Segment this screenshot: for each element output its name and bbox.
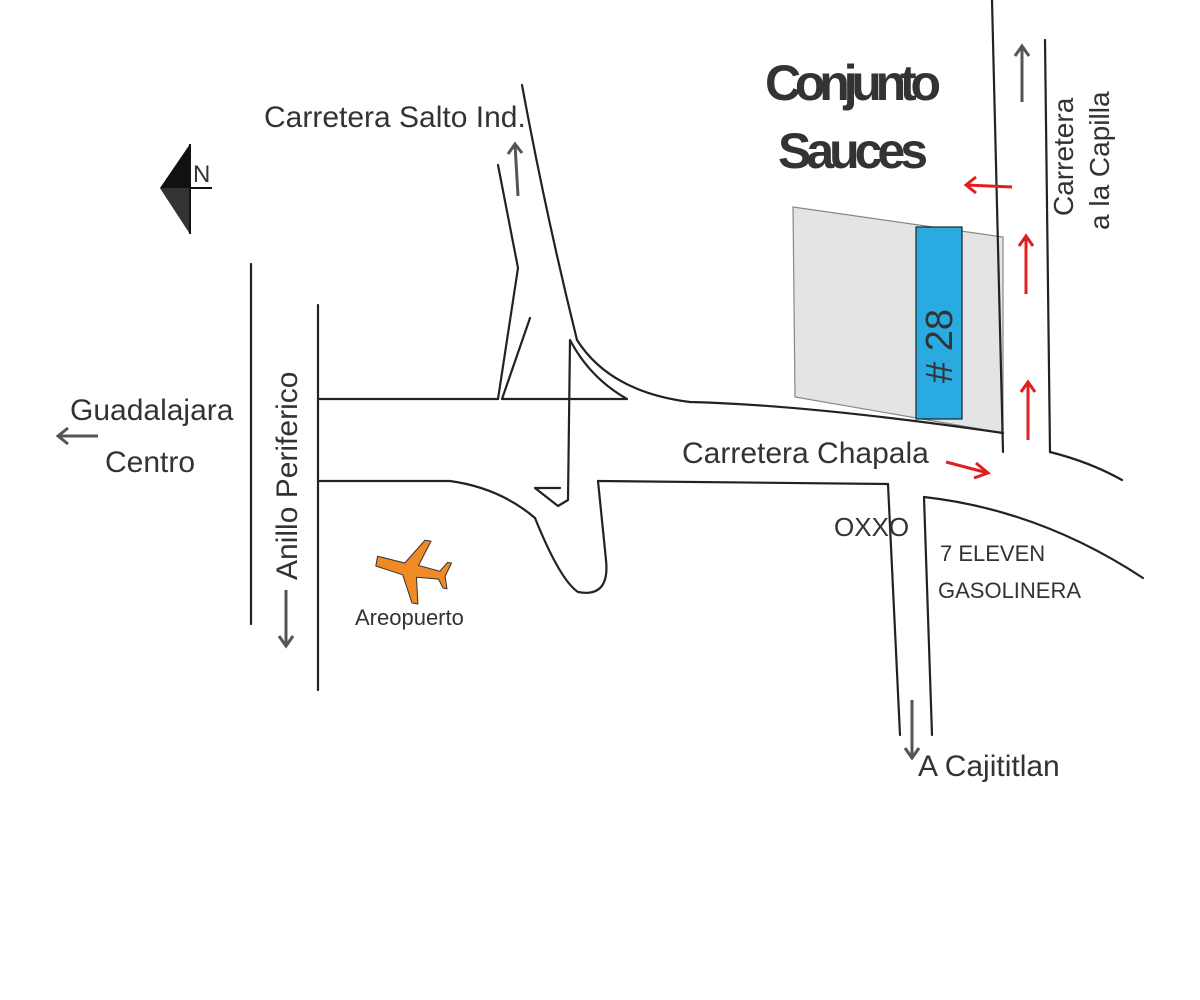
airplane-icon	[375, 539, 453, 605]
periferico-direction-arrow-icon	[277, 590, 295, 649]
airport-label: Areopuerto	[355, 605, 464, 630]
capilla-road-left	[990, 0, 1005, 454]
cajititlan-road-left	[886, 482, 902, 737]
capilla-road-label-line-2: a la Capilla	[1084, 91, 1115, 230]
cajititlan-label: A Cajititlan	[918, 750, 1060, 783]
lot-number-label: # 28	[919, 309, 961, 383]
cajititlan-road-right	[922, 495, 934, 737]
title-line-2: Sauces	[778, 123, 928, 179]
capilla-road-label-line-1: Carretera	[1048, 97, 1079, 216]
route-arrow-north-1-icon	[1017, 233, 1035, 294]
north-arrow-icon	[160, 144, 212, 234]
guadalajara-direction-arrow-icon	[55, 426, 98, 446]
title-line-1: Conjunto	[765, 55, 941, 111]
carretera-chapala-road-bottom-east	[922, 495, 1145, 580]
guadalajara-label-line-2: Centro	[105, 446, 195, 479]
carretera-chapala-road-northeast	[1048, 450, 1124, 482]
interchange-triangle	[500, 316, 629, 508]
periferico-road-label: Anillo Periferico	[271, 372, 304, 580]
gasolinera-label: GASOLINERA	[938, 578, 1081, 603]
lot-28-marker	[915, 226, 963, 420]
north-label: N	[193, 161, 210, 188]
carretera-chapala-road-bottom-west	[316, 479, 537, 520]
guadalajara-label-line-1: Guadalajara	[70, 394, 234, 427]
capilla-direction-arrow-icon	[1013, 43, 1031, 102]
salto-ramp-outer-left	[496, 163, 520, 401]
cajititlan-direction-arrow-icon	[903, 700, 921, 761]
interchange-loop-south	[533, 479, 608, 594]
route-arrow-west-icon	[963, 175, 1013, 195]
chapala-road-label: Carretera Chapala	[682, 437, 929, 470]
conjunto-sauces-lot	[792, 206, 1004, 434]
route-arrow-east-icon	[945, 460, 991, 480]
capilla-road-right	[1043, 38, 1052, 454]
carretera-chapala-road-top-east	[575, 338, 1005, 435]
seven-eleven-label: 7 ELEVEN	[940, 541, 1045, 566]
carretera-chapala-road-bottom-mid	[596, 479, 890, 486]
salto-road-label: Carretera Salto Ind.	[264, 101, 526, 134]
route-arrow-north-2-icon	[1019, 379, 1037, 440]
salto-ramp-outer-right	[520, 83, 579, 342]
oxxo-label: OXXO	[834, 512, 909, 542]
salto-direction-arrow-icon	[506, 141, 524, 197]
